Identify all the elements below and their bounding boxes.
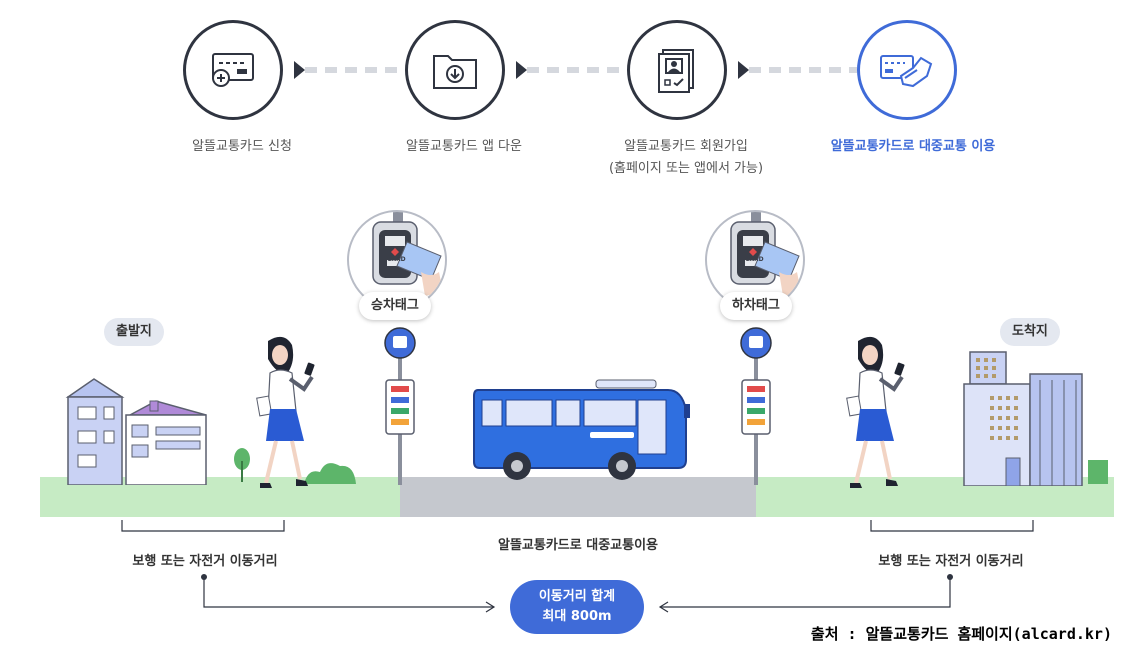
total-line-2: 최대 800m — [542, 609, 612, 624]
total-distance-badge: 이동거리 합계 최대 800m — [510, 580, 644, 634]
departure-label: 출발지 — [104, 318, 164, 346]
step-4-circle — [857, 20, 957, 120]
total-line-1: 이동거리 합계 — [538, 589, 616, 604]
card-reader-icon — [372, 212, 443, 296]
step-2-label: 알뜰교통카드 앱 다운 — [406, 139, 522, 154]
card-plus-icon — [212, 53, 254, 87]
arrival-buildings — [963, 351, 1108, 486]
right-distance-caption: 보행 또는 자전거 이동거리 — [878, 554, 1024, 569]
step-connector — [749, 67, 857, 73]
step-3-label: 알뜰교통카드 회원가입 — [624, 139, 748, 154]
arrival-label: 도착지 — [1000, 318, 1060, 346]
alight-card-text: CARD — [745, 256, 764, 263]
alight-tag-label: 하차태그 — [720, 292, 792, 320]
step-connector — [305, 67, 405, 73]
departure-buildings — [65, 378, 207, 485]
board-tag-label: 승차태그 — [359, 292, 431, 320]
hand-card-icon — [880, 55, 933, 88]
road — [400, 477, 756, 517]
step-arrow — [516, 61, 527, 79]
step-3-sublabel: (홈페이지 또는 앱에서 가능) — [608, 161, 764, 176]
board-tag-illustration: CARD — [347, 210, 447, 310]
left-distance-caption: 보행 또는 자전거 이동거리 — [132, 554, 278, 569]
member-document-icon — [658, 49, 694, 93]
bus-stop-sign-left — [384, 327, 416, 485]
card-reader-icon — [730, 212, 801, 296]
step-4-label: 알뜰교통카드로 대중교통 이용 — [830, 139, 996, 154]
board-card-text: CARD — [387, 256, 406, 263]
step-1-circle — [183, 20, 283, 120]
bush-icon — [304, 463, 356, 484]
folder-download-icon — [433, 55, 477, 89]
walking-woman-right — [846, 336, 905, 488]
step-2-circle — [405, 20, 505, 120]
bus-illustration — [473, 379, 690, 480]
bus-caption: 알뜰교통카드로 대중교통이용 — [497, 538, 658, 553]
step-1-label: 알뜰교통카드 신청 — [192, 139, 292, 154]
walking-woman-left — [256, 336, 315, 488]
tree-icon — [234, 448, 250, 482]
source-credit: 출처 : 알뜰교통카드 홈페이지(alcard.kr) — [810, 625, 1112, 643]
step-arrow — [738, 61, 749, 79]
step-connector — [527, 67, 627, 73]
bus-stop-sign-right — [740, 327, 772, 485]
step-3-circle — [627, 20, 727, 120]
step-arrow — [294, 61, 305, 79]
